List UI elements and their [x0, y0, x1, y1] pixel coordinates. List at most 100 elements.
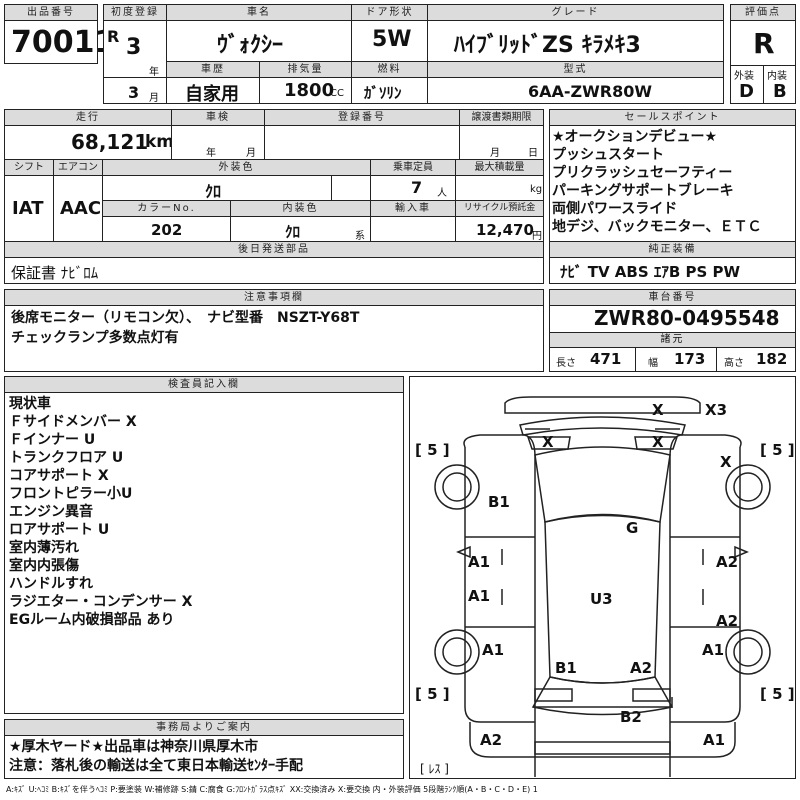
wheel-rear-left-inner [442, 637, 472, 667]
recycle-fee: 12,470 [476, 221, 534, 239]
body-left-outline [463, 434, 536, 777]
damage-mark: A1 [468, 587, 490, 605]
km-unit: km [145, 132, 175, 152]
list-item: ★オークションデビュー★ [552, 129, 718, 145]
damage-mark: A2 [716, 612, 738, 630]
left-door-lines [465, 536, 535, 628]
windshield [534, 446, 671, 523]
body-right-outline [669, 434, 742, 777]
equipment-header: 純正装備 [550, 242, 795, 258]
first-registration-header: 初度登録 [104, 5, 166, 21]
notes-header: 注意事項欄 [5, 290, 543, 306]
list-item: Ｆインナー U [9, 432, 96, 448]
list-item: チェックランプ多数点灯有 [11, 330, 179, 346]
damage-mark: X3 [705, 401, 727, 419]
list-item: パーキングサポートブレーキ [552, 183, 734, 199]
displacement-header: 排気量 [260, 62, 351, 78]
ext-color: ｸﾛ [205, 182, 222, 201]
damage-mark: A2 [480, 731, 502, 749]
history-box: 車歴 自家用 [166, 61, 260, 105]
inspector-header: 検査員記入欄 [5, 377, 403, 393]
inspection-box: 車検 年 月 [171, 109, 265, 160]
era-label: R [107, 27, 120, 46]
spare-tire-status: [ ﾚｽ ] [420, 762, 449, 776]
list-item: 室内薄汚れ [9, 540, 79, 556]
damage-mark: A2 [716, 553, 738, 571]
list-item: トランクフロア U [9, 450, 124, 466]
wheel-front-right-inner [733, 472, 763, 502]
chassis-box: 車台番号 ZWR80-0495548 諸元 長さ 471 幅 173 高さ 18… [549, 289, 796, 372]
first-reg-year: 3 [126, 35, 142, 60]
car-name-box: 車名 ｳﾞｫｸｼｰ [166, 4, 352, 62]
registration-box: 登録番号 [264, 109, 460, 160]
fuel-header: 燃料 [352, 62, 427, 78]
damage-mark: B1 [555, 659, 577, 677]
damage-mark: A1 [468, 553, 490, 571]
damage-mark: B2 [620, 708, 642, 726]
divider [716, 347, 717, 371]
rear-left-lamp [534, 688, 573, 702]
aircon-box: エアコン AAC [53, 159, 103, 242]
aircon-header: エアコン [54, 160, 102, 176]
divider [763, 65, 764, 103]
registration-header: 登録番号 [265, 110, 459, 126]
persons-unit: 人 [437, 188, 447, 199]
inspection-month-unit: 月 [246, 148, 256, 159]
mirrors [456, 545, 749, 559]
right-side [670, 447, 741, 723]
color-no-box: カラーNo. 202 [102, 200, 231, 242]
score-header: 評価点 [731, 5, 795, 21]
fuel-box: 燃料 ｶﾞｿﾘﾝ [351, 61, 428, 104]
transfer-box: 譲渡書類期限 月 日 [459, 109, 544, 160]
int-color: ｸﾛ [285, 223, 301, 241]
door-header: ドア形状 [352, 5, 427, 21]
wheel-rear-left [434, 629, 480, 675]
inspection-header: 車検 [172, 110, 264, 126]
list-item: ハンドルすれ [9, 576, 93, 592]
tire-depth-rear-right: [ 5 ] [760, 685, 795, 703]
legend: A:ｷｽﾞ U:ﾍｺﾐ B:ｷｽﾞを伴うﾍｺﾐ P:要塗装 W:補修跡 S:錆 … [6, 785, 538, 794]
displacement: 1800 [284, 80, 335, 101]
score-box: 評価点 R 外装 内装 D B [730, 4, 796, 104]
damage-mark: X [652, 401, 664, 419]
door-type: 5W [372, 27, 412, 52]
front-right-lamp [634, 436, 679, 450]
list-item: コアサポート X [9, 468, 109, 484]
ext-color-box: 外装色 ｸﾛ [102, 159, 371, 201]
equipment-box: 純正装備 ﾅﾋﾞ TV ABS ｴｱB PS PW [549, 241, 796, 284]
model: 6AA-ZWR80W [528, 82, 653, 101]
left-side [464, 447, 535, 723]
list-item: 注意：落札後の輸送は全て東日本輸送ｾﾝﾀｰ手配 [9, 758, 303, 774]
notes-list: 後席モニター（リモコン欠）、 ナビ型番 NSZT-Y68T チェックランプ多数点… [11, 308, 359, 348]
divider [104, 77, 166, 78]
office-box: 事務局よりご案内 ★厚木ヤード★出品車は神奈川県厚木市 注意：落札後の輸送は全て… [4, 719, 404, 779]
cc-unit: CC [330, 88, 344, 99]
int-color-header: 内装色 [231, 201, 370, 217]
chassis-header: 車台番号 [550, 290, 795, 306]
inspector-box: 検査員記入欄 現状車 Ｆサイドメンバー X Ｆインナー U トランクフロア U … [4, 376, 404, 714]
int-color-box: 内装色 ｸﾛ 系 [230, 200, 371, 242]
specs-label: 諸元 [550, 333, 795, 347]
exterior-grade: D [739, 81, 754, 102]
sales-points-box: セールスポイント ★オークションデビュー★ プッシュスタート プリクラッシュセー… [549, 109, 796, 242]
int-color-unit: 系 [355, 231, 365, 242]
fuel: ｶﾞｿﾘﾝ [364, 84, 402, 102]
list-item: フロントピラー小U [9, 486, 133, 502]
displacement-box: 排気量 1800 CC [259, 61, 352, 104]
wheel-rear-right [725, 629, 771, 675]
office-list: ★厚木ヤード★出品車は神奈川県厚木市 注意：落札後の輸送は全て東日本輸送ｾﾝﾀｰ… [9, 738, 303, 776]
damage-mark: X [542, 433, 554, 451]
capacity-header: 乗車定員 [371, 160, 455, 176]
history-header: 車歴 [167, 62, 259, 78]
grade: ﾊｲﾌﾞﾘｯﾄﾞZS ｷﾗﾒｷ3 [454, 33, 641, 58]
damage-mark: A2 [630, 659, 652, 677]
color-no-header: カラーNo. [103, 201, 230, 217]
lot-number: 70011 [11, 25, 116, 60]
divider [331, 175, 332, 200]
damage-mark: A1 [482, 641, 504, 659]
mileage: 68,121 [71, 130, 149, 154]
year-unit: 年 [149, 67, 159, 78]
capacity-box: 乗車定員 7 人 [370, 159, 456, 201]
wheel-front-left-inner [442, 472, 472, 502]
model-box: 型式 6AA-ZWR80W [427, 61, 724, 104]
